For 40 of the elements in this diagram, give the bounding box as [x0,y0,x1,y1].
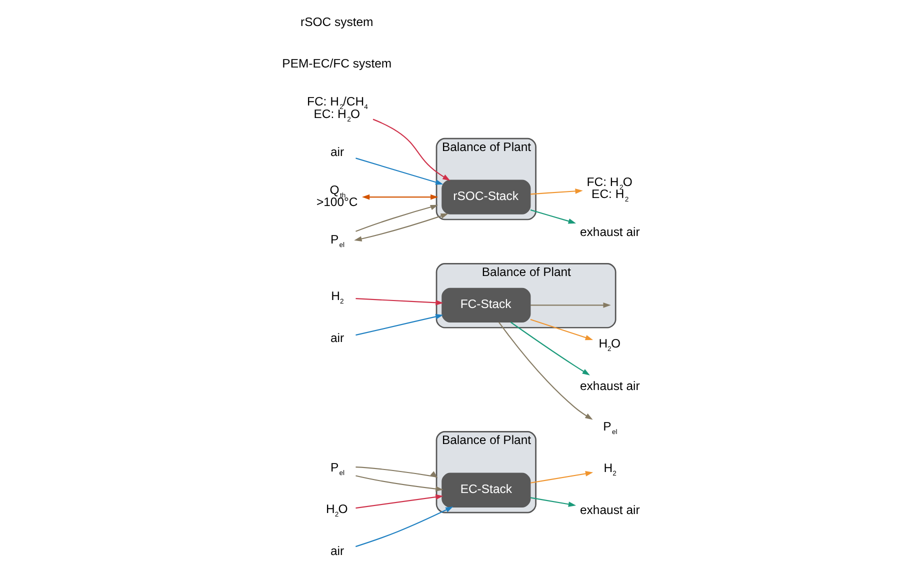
node-text: FC: H$_{2}$O EC: H$_{2}$ [586,174,632,204]
label: PEM-EC/FC system [282,56,392,70]
arrow [530,497,576,507]
node-text: air [330,544,344,558]
node-text: H$_{2}$ [330,289,344,306]
arrow [530,471,593,484]
arrow [355,494,443,509]
node-text: FC: H$_{2}$/CH$_{4}$ EC: H$_{2}$O [306,94,368,124]
node-text: P$_{el}$ [330,232,344,250]
arrow [498,322,592,420]
node-text: air [330,331,344,346]
node-text: exhaust air [580,378,640,393]
arrow [530,318,593,340]
node-text: air [330,144,344,159]
arrow [530,209,576,224]
node-text: P$_{el}$ [330,460,344,477]
arrow [355,466,438,478]
arrow [354,506,453,548]
arrow [355,314,443,336]
arrow [355,158,443,185]
node-box: FC-Stack [441,288,530,323]
node-text: H$_{2}$O [598,336,620,354]
node-text: Q$_{th}$ >100°C [316,182,358,210]
arrow [530,302,610,308]
arrow [372,118,450,181]
label: rSOC system [300,14,373,29]
arrow [530,188,582,195]
node-box: rSOC-Stack [441,180,530,214]
node-text: P$_{el}$ [602,420,617,436]
node-text: H$_{2}$ [603,461,616,478]
node-text: exhaust air [580,225,640,240]
node-text: H$_{2}$O [326,502,348,518]
arrow [355,475,443,492]
arrow [361,194,438,200]
arrow [354,213,448,242]
arrow [355,298,443,306]
arrow [355,204,438,232]
node-text: exhaust air [580,503,640,518]
arrow [510,322,590,376]
node-box: EC-Stack [441,472,530,508]
